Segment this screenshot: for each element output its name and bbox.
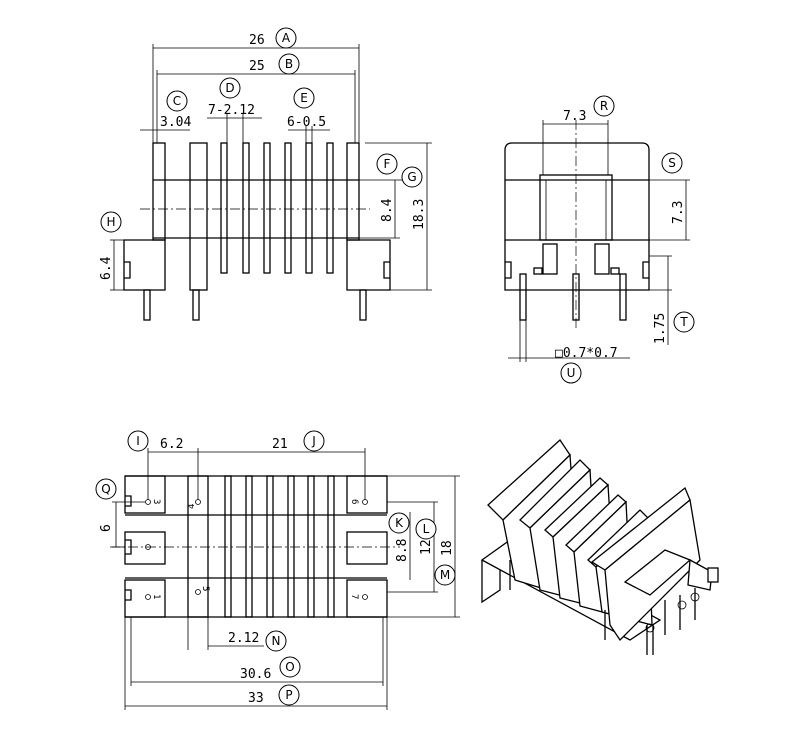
label-m: M — [434, 564, 456, 586]
pin-label-7: 7 — [349, 594, 359, 599]
label-j: J — [303, 430, 325, 452]
pin-label-3: 3 — [151, 499, 161, 504]
svg-text:I: I — [136, 434, 140, 448]
label-d: D — [219, 77, 241, 99]
dim-t-value: 1.75 — [653, 313, 668, 344]
dim-c-value: 3.04 — [160, 115, 191, 130]
dim-h-value: 6.4 — [99, 256, 114, 280]
dim-o-value: 30.6 — [240, 667, 271, 682]
side-view — [504, 120, 690, 362]
svg-text:O: O — [285, 660, 294, 674]
dim-m-value: 18 — [440, 540, 455, 556]
svg-text:L: L — [423, 522, 430, 536]
dim-e-value: 6-0.5 — [287, 115, 326, 130]
label-l: L — [415, 518, 437, 540]
pin-label-4: 4 — [187, 504, 197, 509]
label-b: B — [278, 53, 300, 75]
svg-text:D: D — [225, 81, 234, 95]
dim-f-value: 8.4 — [380, 198, 395, 222]
label-f: F — [376, 153, 398, 175]
dim-a-value: 26 — [249, 33, 265, 48]
dim-d-value: 7-2.12 — [208, 103, 255, 118]
reference-labels: A B C D E F G H R S T U I J Q K L M N O … — [95, 27, 695, 706]
pin-label-1: 1 — [151, 594, 161, 599]
svg-text:Q: Q — [101, 482, 110, 496]
label-o: O — [279, 656, 301, 678]
pin-label-6: 6 — [349, 499, 359, 504]
svg-text:B: B — [285, 57, 293, 71]
dim-b-value: 25 — [249, 59, 265, 74]
dim-q-value: 6 — [99, 524, 114, 532]
svg-text:F: F — [384, 157, 391, 171]
front-view — [110, 44, 432, 321]
svg-text:N: N — [272, 634, 281, 648]
svg-text:H: H — [106, 215, 115, 229]
label-e: E — [293, 87, 315, 109]
svg-text:U: U — [567, 366, 576, 380]
label-a: A — [275, 27, 297, 49]
dim-g-value: 18.3 — [412, 199, 427, 230]
dim-i-value: 6.2 — [160, 437, 183, 452]
isometric-view — [480, 439, 719, 655]
svg-text:K: K — [395, 516, 404, 530]
label-u: U — [560, 362, 582, 384]
label-h: H — [100, 211, 122, 233]
pin-label-5: 5 — [200, 586, 210, 591]
dimension-texts: 26 25 3.04 7-2.12 6-0.5 8.4 18.3 6.4 7.3… — [99, 33, 686, 706]
label-s: S — [661, 152, 683, 174]
dim-l-value: 12 — [419, 539, 434, 555]
dim-p-value: 33 — [248, 691, 264, 706]
label-i: I — [127, 430, 149, 452]
dim-s-value: 7.3 — [671, 201, 686, 224]
svg-text:C: C — [173, 94, 181, 108]
label-c: C — [166, 90, 188, 112]
label-g: G — [401, 166, 423, 188]
dim-k-value: 8.8 — [395, 539, 410, 562]
svg-text:M: M — [440, 568, 450, 582]
svg-text:J: J — [311, 434, 316, 448]
dim-j-value: 21 — [272, 437, 288, 452]
label-q: Q — [95, 478, 117, 500]
svg-text:P: P — [285, 688, 292, 702]
svg-text:T: T — [679, 315, 688, 329]
svg-text:A: A — [282, 31, 291, 45]
svg-text:E: E — [300, 91, 308, 105]
svg-text:G: G — [407, 170, 416, 184]
label-p: P — [278, 684, 300, 706]
top-view: 3 1 4 5 6 7 — [110, 448, 460, 710]
dim-u-value: □0.7*0.7 — [555, 346, 618, 361]
label-t: T — [673, 311, 695, 333]
dim-n-value: 2.12 — [228, 631, 259, 646]
label-r: R — [593, 95, 615, 117]
svg-text:S: S — [668, 156, 676, 170]
label-n: N — [265, 630, 287, 652]
svg-text:R: R — [600, 99, 608, 113]
label-k: K — [388, 512, 410, 534]
dim-r-value: 7.3 — [563, 109, 586, 124]
